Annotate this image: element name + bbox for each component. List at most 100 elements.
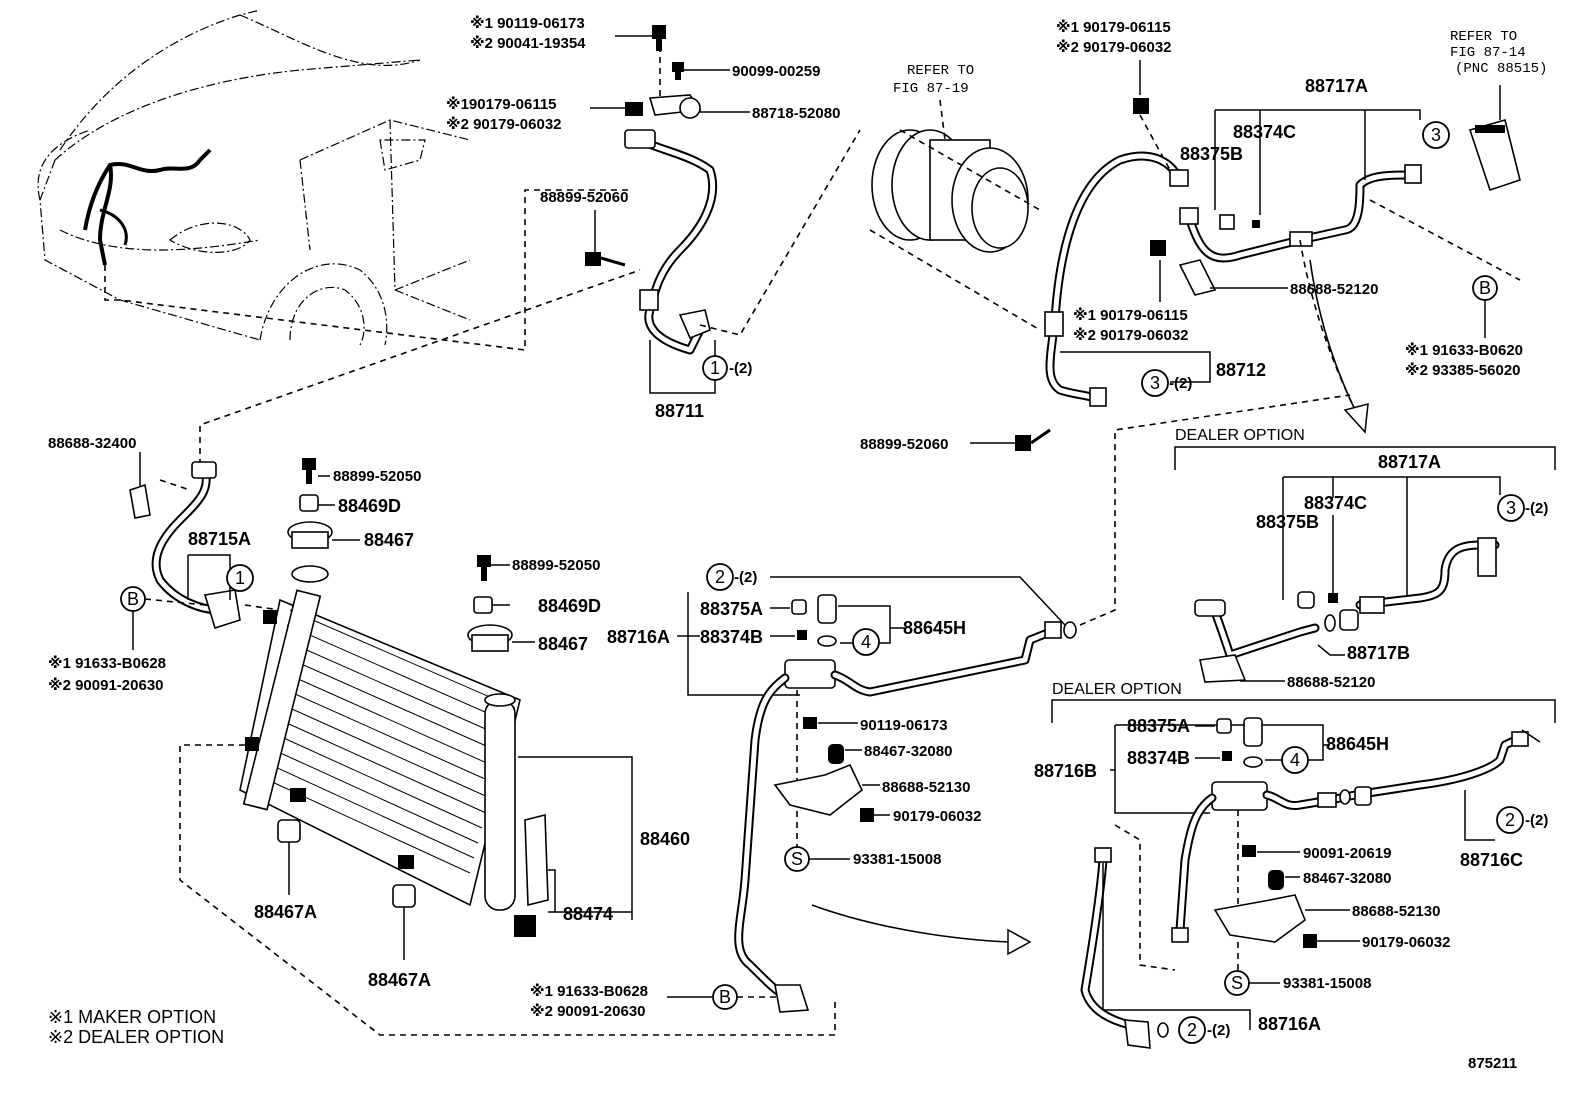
label-d8: 90179-06032	[893, 808, 981, 825]
compressor: REFER TO FIG 87-19	[869, 63, 1041, 331]
label-d6: 88467-32080	[864, 743, 952, 760]
label-f2: 88716B	[1034, 761, 1097, 781]
label-b2: ※2 90179-06032	[1056, 38, 1172, 56]
figure-number: 875211	[1468, 1055, 1517, 1072]
label-f10: 93381-15008	[1283, 975, 1371, 992]
callout-b2: B	[127, 589, 139, 609]
label-f3: 88374B	[1127, 748, 1190, 768]
label-d1: 88375A	[700, 599, 763, 619]
label-a6: 88718-52080	[752, 105, 840, 122]
qty-label: -(2)	[729, 360, 752, 377]
ref-valve-line1: REFER TO	[1450, 29, 1517, 45]
label-f1: 88375A	[1127, 716, 1190, 736]
callout-4b: 4	[1290, 750, 1300, 770]
dealer-option-1-label: DEALER OPTION	[1175, 427, 1305, 444]
label-a4: ※190179-06115	[446, 95, 557, 113]
label-c5: 88899-52050	[333, 468, 421, 485]
callout-4: 4	[861, 632, 871, 652]
expansion-valve: REFER TO FIG 87-14 (PNC 88515)	[1450, 29, 1547, 192]
label-b3: 88717A	[1305, 76, 1368, 96]
label-b10: 88899-52060	[860, 436, 948, 453]
legend-dealer-option: ※2 DEALER OPTION	[48, 1027, 224, 1047]
qty-label: -(2)	[1525, 812, 1548, 829]
label-d10: ※1 91633-B0628	[530, 982, 648, 1000]
label-f11: 88716A	[1258, 1014, 1321, 1034]
pressure-switch	[817, 594, 837, 647]
label-f9: 88716C	[1460, 850, 1523, 870]
label-b4: 88374C	[1233, 122, 1296, 142]
ref-valve-line2: FIG 87-14	[1450, 45, 1526, 61]
label-f4: 88645H	[1326, 734, 1389, 754]
callout-b: B	[1479, 278, 1491, 298]
callout-3b: 3	[1150, 373, 1160, 393]
label-c4: ※2 90091-20630	[48, 676, 164, 694]
label-f8: 90179-06032	[1362, 934, 1450, 951]
label-d9: 93381-15008	[853, 851, 941, 868]
callout-1b: 1	[235, 568, 245, 588]
label-b1: ※1 90179-06115	[1056, 18, 1171, 36]
label-c12: 88474	[563, 904, 613, 924]
label-b12: ※2 93385-56020	[1405, 361, 1521, 379]
label-b7: ※1 90179-06115	[1073, 306, 1188, 324]
label-c13: 88467A	[254, 902, 317, 922]
label-b9: 88712	[1216, 360, 1266, 380]
ref-compressor-line1: REFER TO	[907, 63, 974, 79]
pressure-switch-2	[1243, 717, 1263, 768]
label-d4: 88645H	[903, 618, 966, 638]
label-f6: 88467-32080	[1303, 870, 1391, 887]
label-a1: ※1 90119-06173	[470, 14, 585, 32]
car-leader	[104, 189, 630, 351]
bracket	[773, 763, 863, 816]
label-d5: 90119-06173	[860, 717, 948, 734]
label-c10: 88467	[538, 634, 588, 654]
bolt-icon	[585, 25, 702, 267]
label-e5: 88688-52120	[1287, 674, 1375, 691]
dealer-option-2-label: DEALER OPTION	[1052, 681, 1182, 698]
label-c11: 88460	[640, 829, 690, 849]
label-c9: 88469D	[538, 596, 601, 616]
label-c3: ※1 91633-B0628	[48, 654, 166, 672]
callout-2: 2	[715, 567, 725, 587]
vehicle-illustration	[37, 9, 471, 346]
mounting-parts	[287, 458, 513, 652]
callout-3: 3	[1431, 125, 1441, 145]
callout-2c: 2	[1187, 1020, 1197, 1040]
callout-s2: S	[1231, 973, 1243, 993]
label-c1: 88688-32400	[48, 435, 136, 452]
label-d7: 88688-52130	[882, 779, 970, 796]
label-b6: 88688-52120	[1290, 281, 1378, 298]
label-b8: ※2 90179-06032	[1073, 326, 1189, 344]
bracket-2	[1213, 894, 1306, 943]
callout-3c: 3	[1506, 498, 1516, 518]
label-a2: ※2 90041-19354	[470, 34, 586, 52]
qty-label: -(2)	[1207, 1022, 1230, 1039]
label-e4: 88717B	[1347, 643, 1410, 663]
qty-label: -(2)	[1525, 500, 1548, 517]
label-a8: 88711	[655, 401, 704, 421]
callout-1: 1	[710, 358, 720, 378]
label-c14: 88467A	[368, 970, 431, 990]
qty-label: -(2)	[734, 569, 757, 586]
label-a3: 90099-00259	[732, 63, 820, 80]
label-d2: 88716A	[607, 627, 670, 647]
label-d3: 88374B	[700, 627, 763, 647]
label-a7: 88899-52060	[540, 189, 628, 206]
label-a5: ※2 90179-06032	[446, 115, 562, 133]
label-e3: 88375B	[1256, 512, 1319, 532]
pipe-88717A	[1297, 537, 1500, 632]
pipe-88717B	[1194, 599, 1320, 683]
label-b11: ※1 91633-B0620	[1405, 341, 1523, 359]
label-e1: 88717A	[1378, 452, 1441, 472]
pipe-88716B	[1080, 731, 1529, 1049]
ref-valve-line3: (PNC 88515)	[1455, 61, 1547, 77]
label-e2: 88374C	[1304, 493, 1367, 513]
pipe-88716A	[734, 394, 1351, 1013]
label-f5: 90091-20619	[1303, 845, 1391, 862]
label-d11: ※2 90091-20630	[530, 1002, 646, 1020]
label-f7: 88688-52130	[1352, 903, 1440, 920]
callout-s: S	[791, 849, 803, 869]
callout-2b: 2	[1505, 810, 1515, 830]
callout-b3: B	[719, 987, 731, 1007]
label-c7: 88467	[364, 530, 414, 550]
